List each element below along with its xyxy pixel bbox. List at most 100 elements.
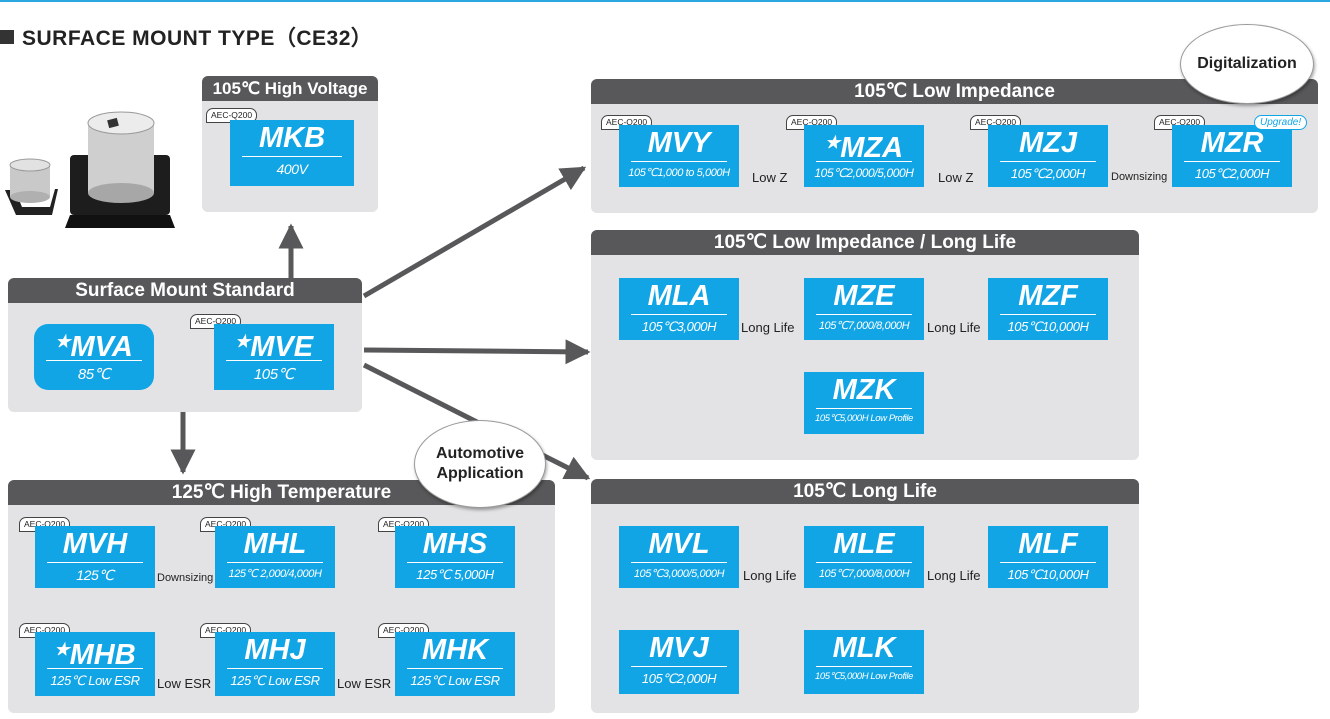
series-mzf[interactable]: MZF 105℃10,000H [988, 278, 1108, 340]
series-mhk-name: MHK [421, 634, 489, 666]
series-mla[interactable]: MLA 105℃3,000H [619, 278, 739, 340]
divider [227, 562, 323, 563]
series-mvy[interactable]: MVY 105℃1,000 to 5,000H [619, 125, 739, 187]
series-mvh-name: MVH [62, 528, 128, 560]
series-mhl[interactable]: MHL 125℃ 2,000/4,000H [215, 526, 335, 588]
divider [631, 562, 727, 563]
series-mle-spec: 105℃7,000/8,000H [818, 568, 910, 580]
series-mle-name: MLE [833, 528, 895, 560]
divider [1000, 314, 1096, 315]
divider [407, 562, 503, 563]
series-mzr-spec: 105℃2,000H [1194, 166, 1270, 181]
series-mvl-name: MVL [648, 528, 710, 560]
long-life-label: Long Life [927, 568, 981, 583]
high-voltage-header: 105℃ High Voltage [202, 76, 378, 101]
series-mve-name: MVE [250, 331, 314, 363]
series-mva[interactable]: ★MVA 85℃ [34, 324, 154, 390]
series-mlf-spec: 105℃10,000H [1007, 567, 1089, 582]
divider [1000, 562, 1096, 563]
series-mhj[interactable]: MHJ 125℃ Low ESR [215, 632, 335, 696]
capacitor-illustration [5, 111, 175, 228]
long-life-label: Long Life [927, 320, 981, 335]
series-mzj[interactable]: MZJ 105℃2,000H [988, 125, 1108, 187]
series-mlk[interactable]: MLK 105℃5,000H Low Profile [804, 630, 924, 694]
series-mzr[interactable]: MZR 105℃2,000H [1172, 125, 1292, 187]
page-title-text: SURFACE MOUNT TYPE（CE32） [22, 27, 373, 50]
series-mza-spec: 105℃2,000/5,000H [814, 166, 914, 180]
low-impedance-long-life-panel: 105℃ Low Impedance / Long Life [591, 230, 1139, 460]
downsizing-label: Downsizing [1111, 171, 1168, 183]
series-mzk[interactable]: MZK 105℃5,000H Low Profile [804, 372, 924, 434]
automotive-line1: Automotive [436, 445, 524, 462]
series-mhb[interactable]: ★MHB 125℃ Low ESR [35, 632, 155, 696]
low-z-label: Low Z [752, 170, 788, 185]
series-mvl-spec: 105℃3,000/5,000H [633, 568, 725, 580]
series-mle[interactable]: MLE 105℃7,000/8,000H [804, 526, 924, 588]
series-mhl-name: MHL [243, 528, 307, 560]
series-mhj-spec: 125℃ Low ESR [230, 673, 320, 688]
divider [227, 668, 323, 669]
series-mhs-name: MHS [422, 528, 488, 560]
standard-panel-header: Surface Mount Standard [8, 278, 362, 303]
divider [1000, 161, 1096, 162]
series-mla-spec: 105℃3,000H [641, 319, 717, 334]
star-icon: ★ [824, 133, 841, 152]
series-mhs-spec: 125℃ 5,000H [416, 567, 494, 582]
series-mza-name: MZA [840, 132, 904, 164]
series-mzf-name: MZF [1018, 280, 1078, 312]
series-mzk-spec: 105℃5,000H Low Profile [815, 413, 913, 424]
series-mvj[interactable]: MVJ 105℃2,000H [619, 630, 739, 694]
divider [1184, 161, 1280, 162]
automotive-line2: Application [436, 465, 524, 482]
series-mlk-spec: 105℃5,000H Low Profile [815, 671, 913, 682]
series-mkb[interactable]: MKB 400V [230, 120, 354, 186]
series-mla-name: MLA [647, 280, 711, 312]
series-mza[interactable]: ★MZA 105℃2,000/5,000H [804, 125, 924, 187]
series-name: ★MVA [34, 327, 154, 362]
series-mvy-name: MVY [647, 127, 711, 159]
divider [631, 666, 727, 667]
series-mvj-name: MVJ [649, 632, 709, 664]
long-life-label: Long Life [743, 568, 797, 583]
series-mvh[interactable]: MVH 125℃ [35, 526, 155, 588]
series-mhk[interactable]: MHK 125℃ Low ESR [395, 632, 515, 696]
star-icon: ★ [234, 332, 251, 351]
series-mlf[interactable]: MLF 105℃10,000H [988, 526, 1108, 588]
series-mkb-spec: 400V [276, 161, 308, 177]
divider [407, 668, 503, 669]
series-name: ★MVE [214, 327, 334, 362]
divider [46, 360, 142, 361]
series-mzf-spec: 105℃10,000H [1007, 319, 1089, 334]
series-name: ★MHB [35, 635, 155, 670]
square-bullet-icon [0, 30, 14, 44]
digitalization-text: Digitalization [1197, 55, 1297, 72]
series-mve-spec: 105℃ [253, 366, 295, 383]
series-mhs[interactable]: MHS 125℃ 5,000H [395, 526, 515, 588]
divider [47, 562, 143, 563]
divider [226, 360, 322, 361]
series-mze[interactable]: MZE 105℃7,000/8,000H [804, 278, 924, 340]
series-mzr-name: MZR [1200, 127, 1264, 159]
divider [816, 314, 912, 315]
series-mhl-spec: 125℃ 2,000/4,000H [228, 568, 322, 580]
series-mzk-name: MZK [832, 374, 896, 406]
low-esr-label: Low ESR [337, 676, 392, 691]
series-mzj-name: MZJ [1019, 127, 1077, 159]
divider [47, 668, 143, 669]
low-impedance-header: 105℃ Low Impedance [591, 79, 1318, 104]
series-mva-name: MVA [70, 331, 133, 363]
series-mlk-name: MLK [832, 632, 896, 664]
series-mze-name: MZE [833, 280, 895, 312]
series-mve[interactable]: ★MVE 105℃ [214, 324, 334, 390]
divider [631, 161, 727, 162]
series-mzj-spec: 105℃2,000H [1010, 166, 1086, 181]
low-z-label: Low Z [938, 170, 974, 185]
series-mze-spec: 105℃7,000/8,000H [818, 320, 910, 332]
low-esr-label: Low ESR [157, 676, 212, 691]
divider [816, 562, 912, 563]
series-mvl[interactable]: MVL 105℃3,000/5,000H [619, 526, 739, 588]
divider [816, 161, 912, 162]
divider [816, 408, 912, 409]
series-mhb-spec: 125℃ Low ESR [50, 673, 140, 688]
automotive-application-badge: Automotive Application [414, 420, 546, 508]
